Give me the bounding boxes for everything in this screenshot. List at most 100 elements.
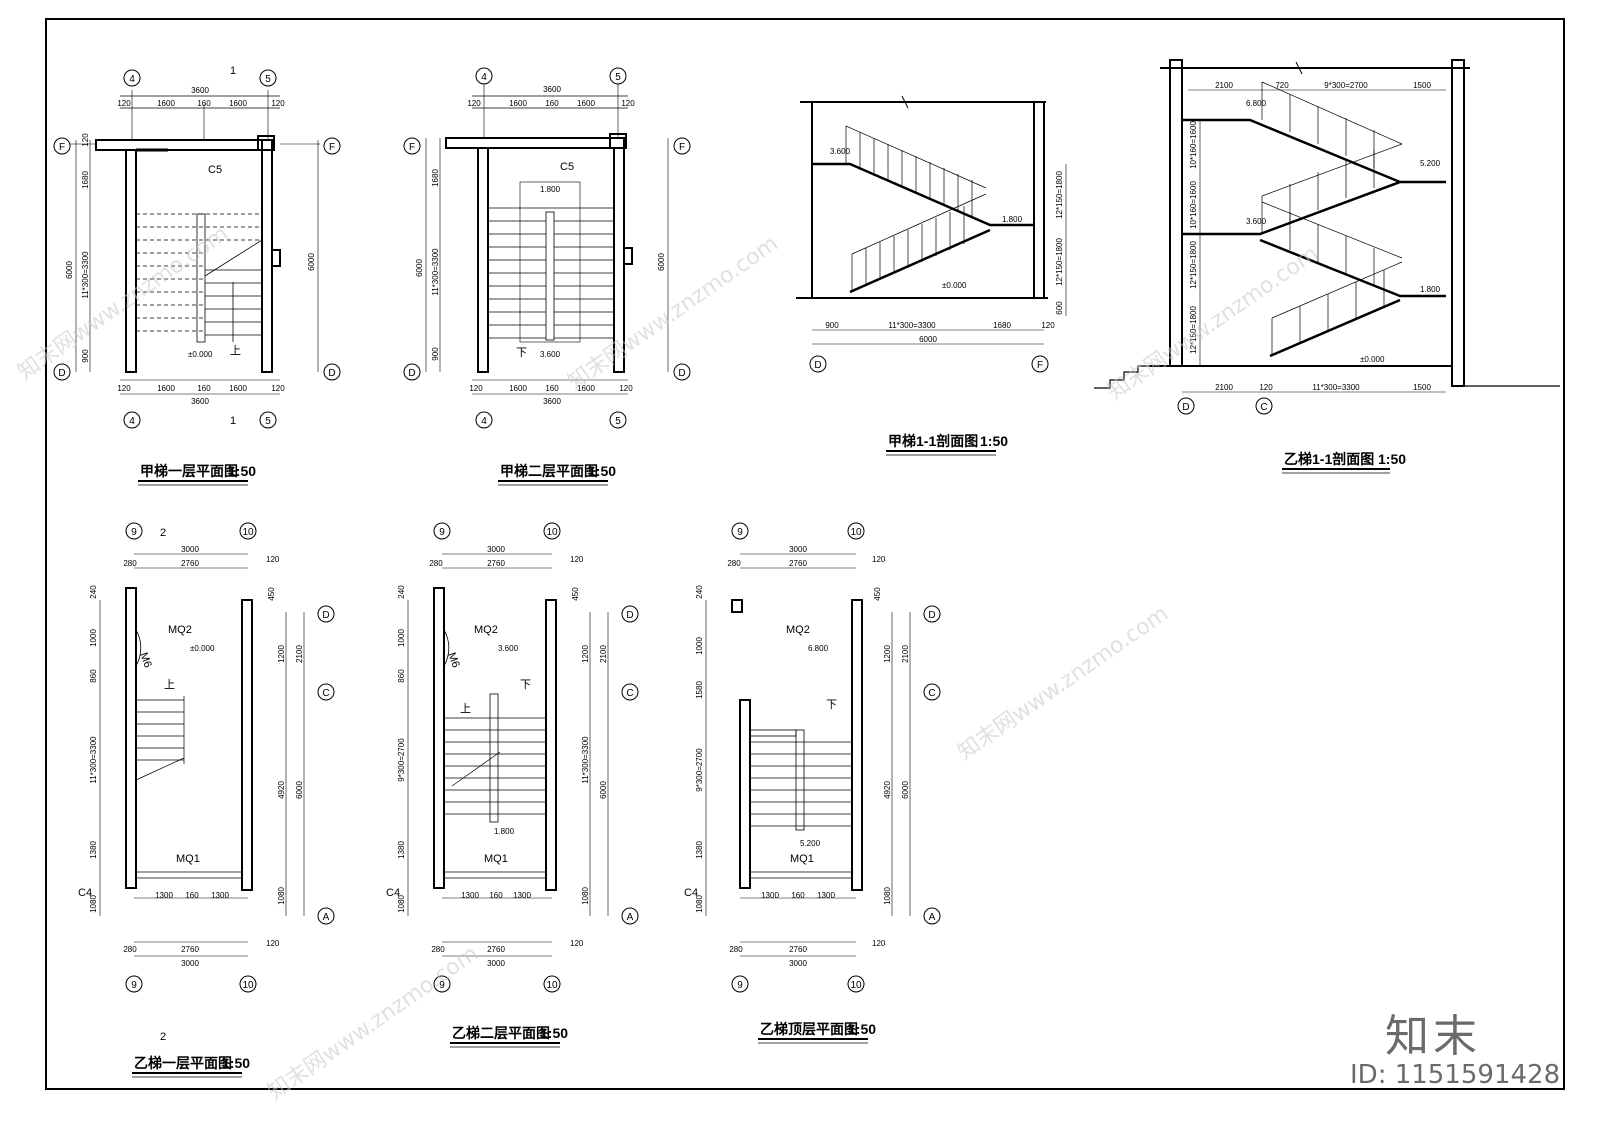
dim: 240 [397, 585, 406, 599]
axis-c: C [626, 688, 633, 699]
dim: 6000 [901, 781, 910, 799]
axis-f: F [679, 142, 685, 153]
dim: 1300 [761, 891, 779, 900]
door-mq2: MQ2 [786, 624, 810, 636]
dim: 280 [727, 559, 741, 568]
dim: 1080 [277, 887, 286, 905]
dim: 3000 [789, 545, 807, 554]
dim: 720 [1275, 81, 1289, 90]
dim: 3000 [181, 959, 199, 968]
dim: 240 [695, 585, 704, 599]
title-yi-sec: 乙梯1-1剖面图 [1284, 451, 1374, 467]
dim: 3000 [487, 545, 505, 554]
elevation: 1.800 [1002, 215, 1023, 224]
axis-d: D [678, 368, 685, 379]
section-mark: 2 [160, 1031, 166, 1043]
dim: 2760 [487, 559, 505, 568]
dim: 120 [570, 939, 584, 948]
dim: 900 [825, 321, 839, 330]
dim: 1000 [89, 629, 98, 647]
up-label: 上 [164, 678, 175, 691]
dim: 1600 [157, 99, 175, 108]
dim: 1300 [513, 891, 531, 900]
dim: 2100 [295, 645, 304, 663]
window-c4: C4 [78, 887, 92, 899]
dim: 4920 [883, 781, 892, 799]
axis-d: D [1182, 402, 1189, 413]
dim: 1080 [89, 895, 98, 913]
dim: 120 [266, 555, 280, 564]
axis-9: 9 [131, 980, 137, 991]
elevation: 3.600 [1246, 217, 1267, 226]
dim: 12*150=1800 [1189, 306, 1198, 354]
down-label: 下 [826, 699, 837, 711]
axis-f: F [1037, 360, 1043, 371]
dim: 120 [619, 384, 633, 393]
dim: 280 [431, 945, 445, 954]
dim: 120 [271, 99, 285, 108]
axis-10: 10 [850, 527, 862, 538]
elevation: 1.800 [494, 827, 515, 836]
title-jia-1f: 甲梯一层平面图 [140, 463, 238, 479]
axis-a: A [929, 912, 936, 923]
axis-c: C [322, 688, 329, 699]
dim: 160 [197, 384, 211, 393]
axis-9: 9 [737, 980, 743, 991]
dim: 1380 [695, 841, 704, 859]
dim: 2100 [1215, 81, 1233, 90]
door-m6: M6 [445, 651, 462, 669]
dim: 160 [791, 891, 805, 900]
dim: 120 [469, 384, 483, 393]
dim: 1200 [277, 645, 286, 663]
dim: 900 [431, 347, 440, 361]
dim: 6000 [657, 253, 666, 271]
dim: 12*150=1800 [1189, 241, 1198, 289]
dim: 1600 [577, 99, 595, 108]
axis-9: 9 [439, 980, 445, 991]
axis-5: 5 [615, 416, 621, 427]
dim: 11*300=3300 [81, 251, 90, 299]
dim: 9*300=2700 [1324, 81, 1368, 90]
section-mark: 1 [230, 415, 236, 427]
dim: 120 [117, 99, 131, 108]
dim: 6000 [599, 781, 608, 799]
dim: 2760 [181, 945, 199, 954]
section-mark: 1 [230, 65, 236, 77]
axis-c: C [928, 688, 935, 699]
dim: 860 [89, 669, 98, 683]
dim: 450 [873, 587, 882, 601]
dim: 3600 [191, 86, 209, 95]
section-mark: 2 [160, 527, 166, 539]
dim: 1600 [577, 384, 595, 393]
dim: 120 [570, 555, 584, 564]
axis-5: 5 [265, 74, 271, 85]
dim: 1200 [581, 645, 590, 663]
axis-10: 10 [242, 980, 254, 991]
section-yi: 6.800 5.200 3.600 1.800 ±0.000 2100 720 … [1094, 59, 1560, 474]
dim: 2760 [789, 559, 807, 568]
elevation: 3.600 [540, 350, 561, 359]
dim: 1080 [581, 887, 590, 905]
dim: 120 [1259, 383, 1273, 392]
dim: 160 [545, 384, 559, 393]
dim: 1300 [817, 891, 835, 900]
dim: 11*300=3300 [888, 321, 936, 330]
dim: 2760 [181, 559, 199, 568]
scale: 1:50 [540, 1025, 568, 1041]
dim: 3600 [543, 397, 561, 406]
dim: 1680 [431, 169, 440, 187]
dim: 9*300=2700 [397, 738, 406, 782]
section-jia: 3.600 1.800 ±0.000 12*150=1800 12*150=18… [796, 95, 1067, 456]
dim: 120 [1041, 321, 1055, 330]
dim: 3600 [543, 85, 561, 94]
axis-d: D [58, 368, 65, 379]
dim: 160 [545, 99, 559, 108]
dim: 11*300=3300 [581, 736, 590, 784]
axis-4: 4 [481, 72, 487, 83]
dim: 280 [729, 945, 743, 954]
dim: 1080 [883, 887, 892, 905]
watermark-brand: 知末 [1385, 1011, 1481, 1062]
dim: 6000 [919, 335, 937, 344]
axis-d: D [928, 610, 935, 621]
